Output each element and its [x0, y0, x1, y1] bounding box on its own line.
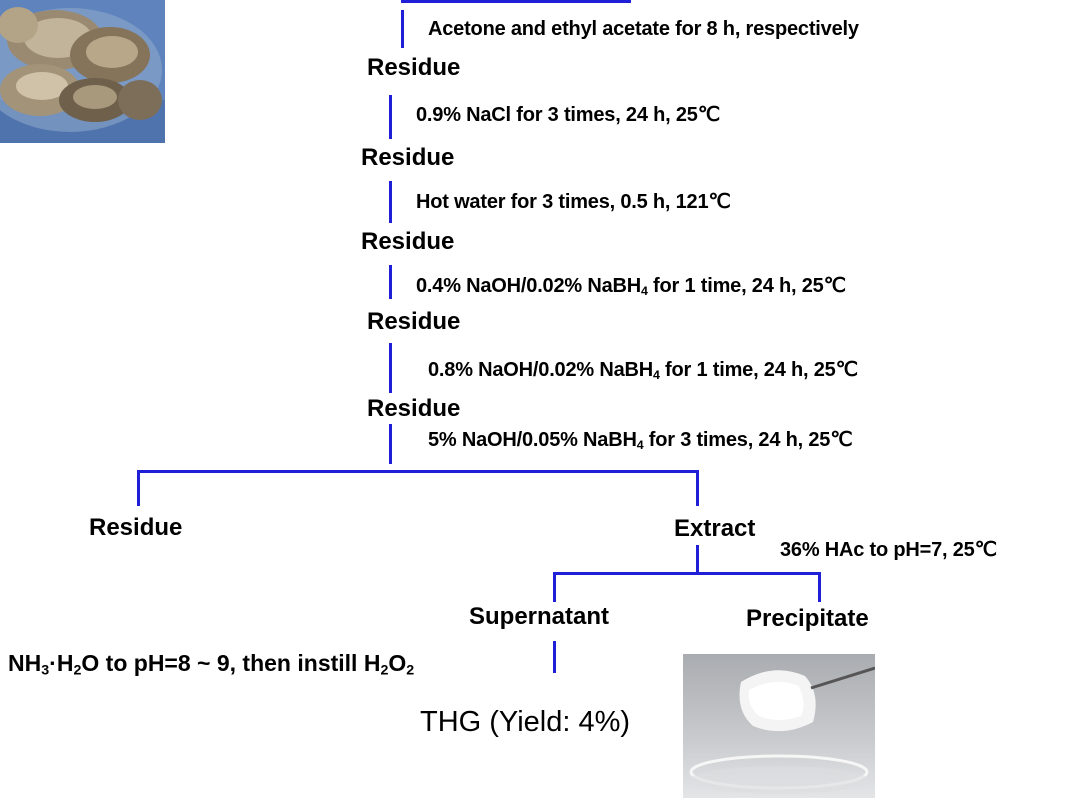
extract-right-drop	[818, 572, 821, 602]
final-condition: NH3·H2O to pH=8 ~ 9, then instill H2O2	[8, 650, 415, 679]
connector-4	[389, 265, 392, 299]
precipitate-label: Precipitate	[746, 605, 869, 632]
extract-split-line	[553, 572, 821, 575]
supernatant-label: Supernatant	[469, 603, 610, 630]
step-4-residue: Residue	[367, 308, 461, 335]
product-yield: THG (Yield: 4%)	[420, 706, 631, 738]
split-residue: Residue	[89, 514, 183, 541]
step-6-condition: 5% NaOH/0.05% NaBH4 for 3 times, 24 h, 2…	[428, 429, 853, 453]
extract-condition: 36% HAc to pH=7, 25℃	[780, 539, 997, 561]
connector-5	[389, 343, 392, 393]
step-3-condition: Hot water for 3 times, 0.5 h, 121℃	[416, 191, 731, 213]
connector-3	[389, 181, 392, 223]
extract-left-drop	[553, 572, 556, 602]
extract-down-line	[696, 545, 699, 575]
top-branch-line	[401, 0, 631, 3]
connector-6	[389, 424, 392, 464]
split-right-drop	[696, 470, 699, 506]
connector-1	[401, 10, 404, 48]
connector-2	[389, 95, 392, 139]
step-4-condition: 0.4% NaOH/0.02% NaBH4 for 1 time, 24 h, …	[416, 275, 846, 299]
step-5-condition: 0.8% NaOH/0.02% NaBH4 for 1 time, 24 h, …	[428, 359, 858, 383]
step-1-condition: Acetone and ethyl acetate for 8 h, respe…	[428, 18, 859, 40]
step-1-residue: Residue	[367, 54, 461, 81]
step-2-condition: 0.9% NaCl for 3 times, 24 h, 25℃	[416, 104, 720, 126]
split-extract: Extract	[674, 515, 756, 542]
step-2-residue: Residue	[361, 144, 455, 171]
split-horizontal-line	[137, 470, 699, 473]
thg-product-photo	[683, 654, 875, 798]
step-5-residue: Residue	[367, 395, 461, 422]
dried-mushroom-photo	[0, 0, 165, 143]
step-3-residue: Residue	[361, 228, 455, 255]
supernatant-down-line	[553, 641, 556, 673]
split-left-drop	[137, 470, 140, 506]
